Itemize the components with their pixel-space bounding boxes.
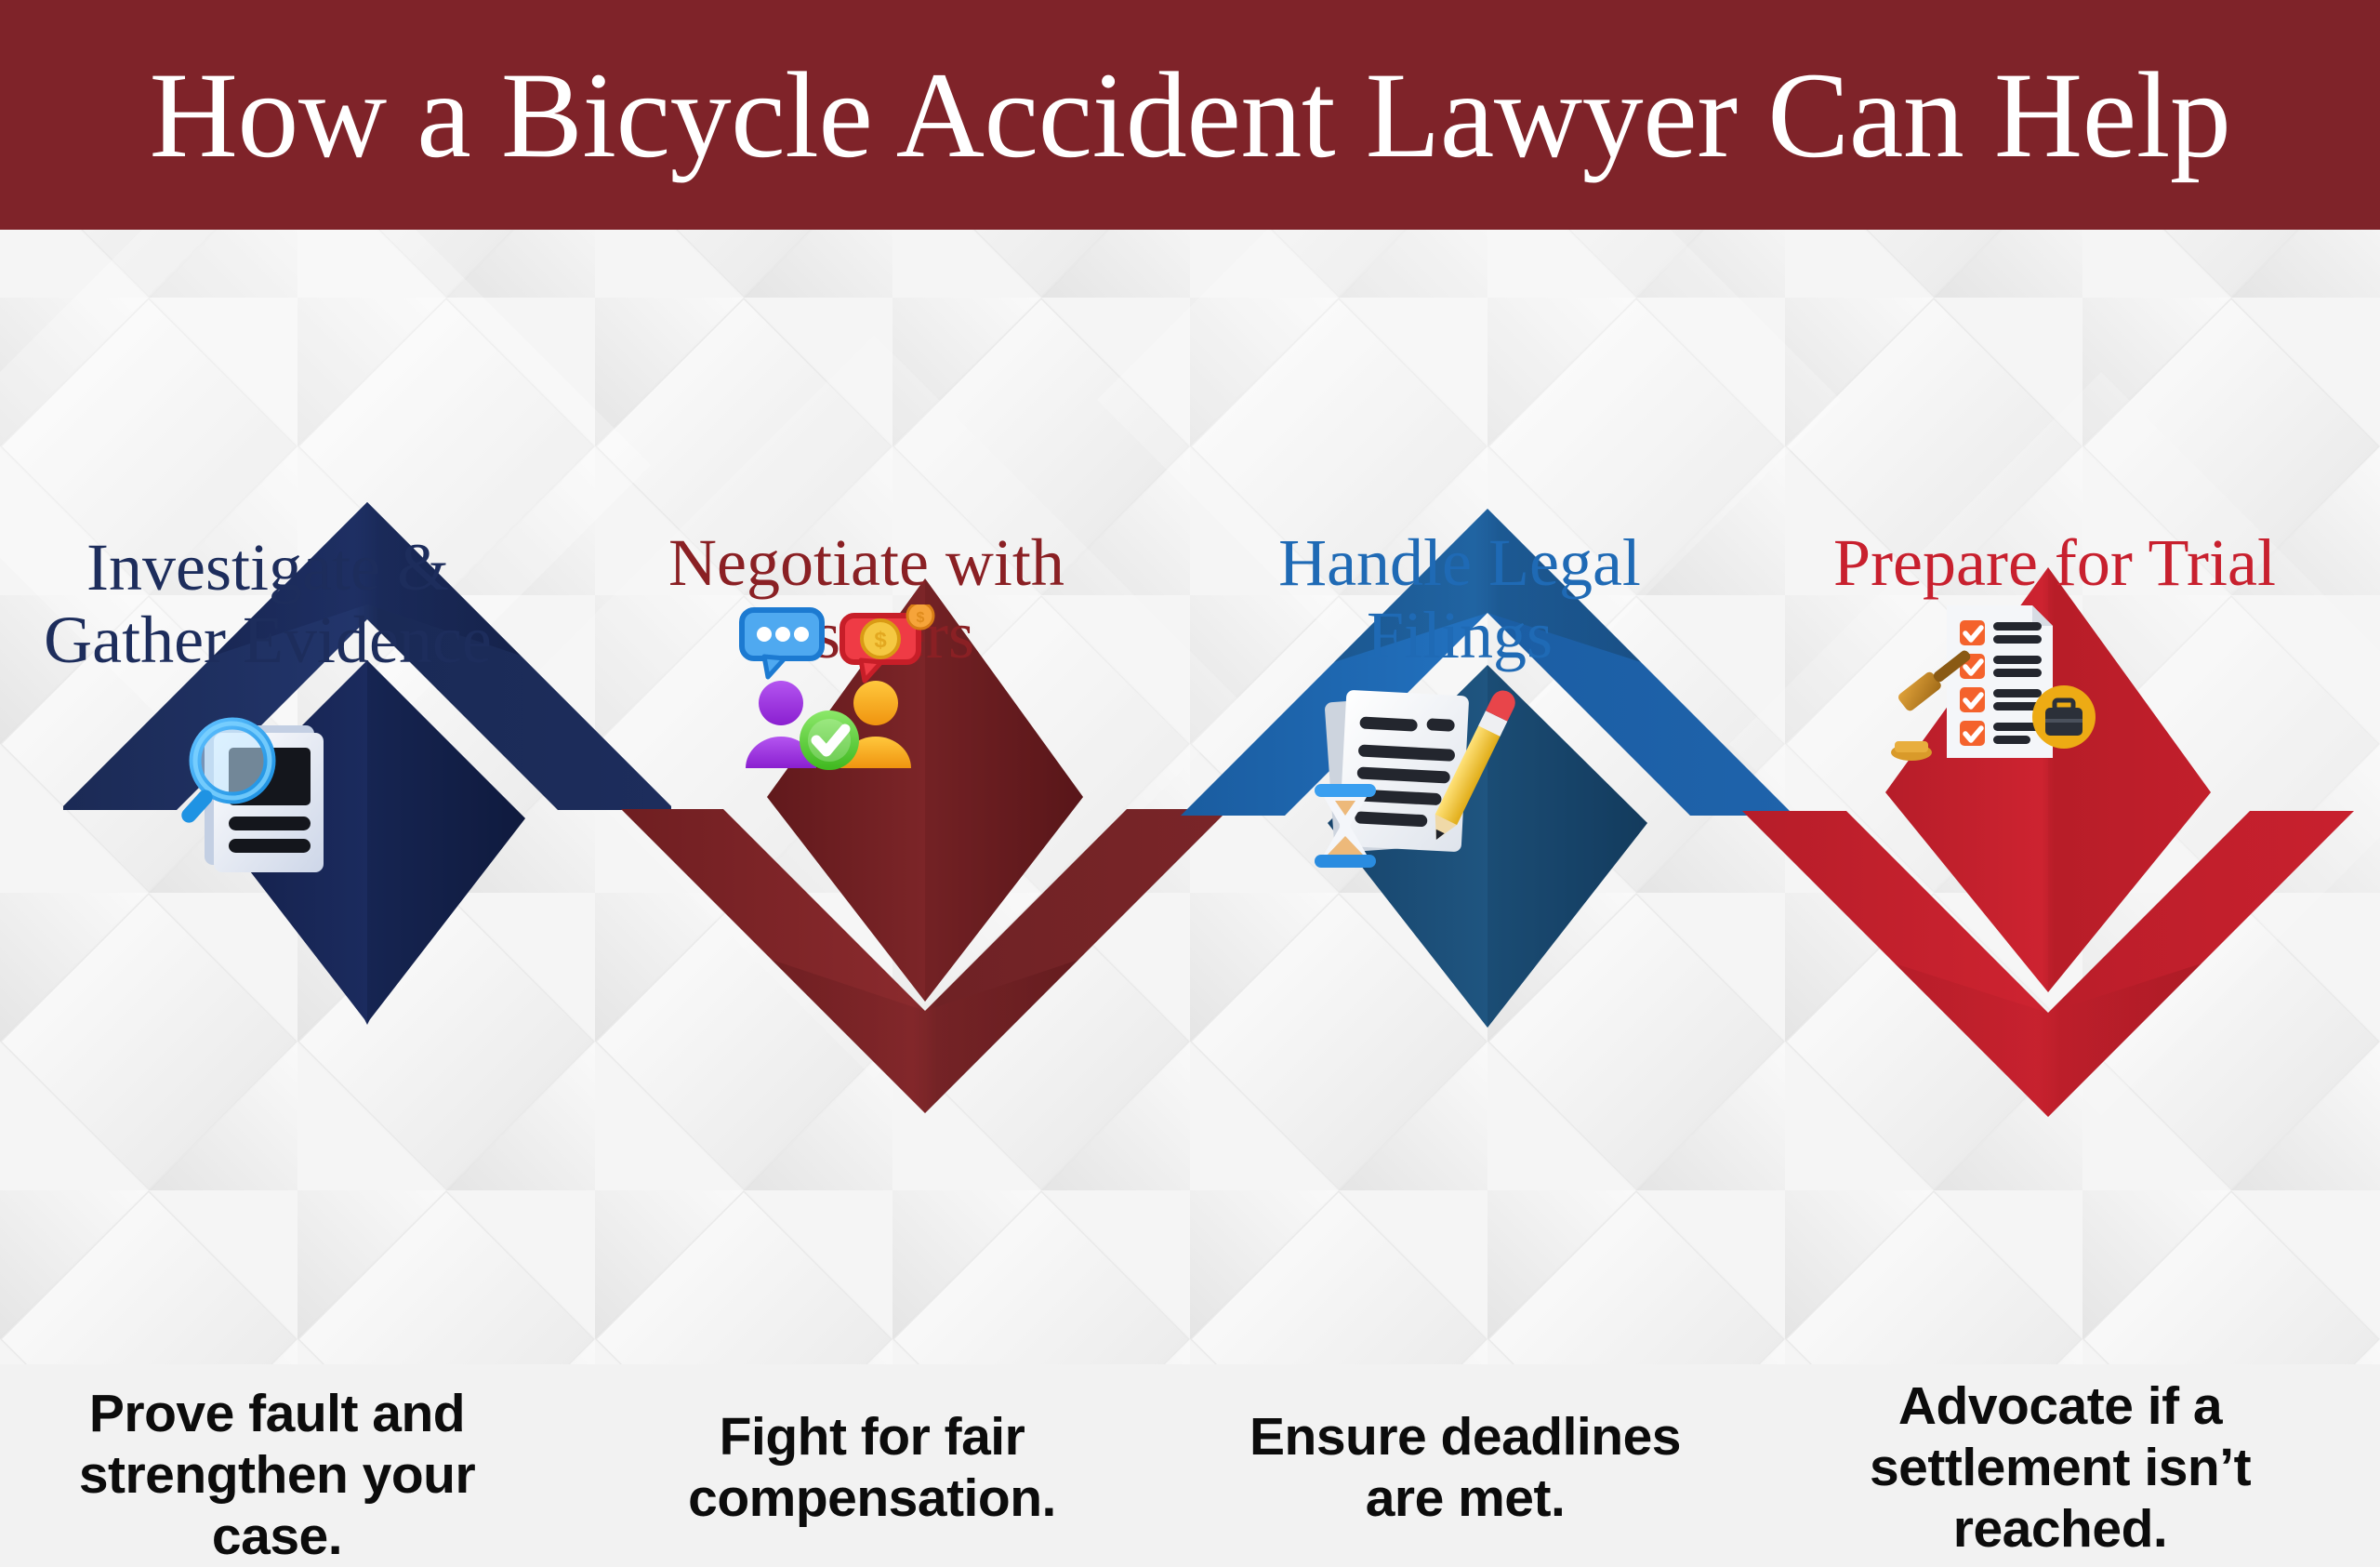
step-4-chevron (1742, 811, 2354, 1117)
step-4-heading: Prepare for Trial (1833, 525, 2276, 600)
page-title: How a Bicycle Accident Lawyer Can Help (149, 46, 2231, 183)
step-1-heading: Investigate & Gather Evidence (44, 530, 492, 677)
document-pencil-hourglass-icon (1303, 674, 1517, 888)
step-4-diamond-core (1885, 567, 2211, 992)
step-2-diamond-sheen (925, 578, 1083, 1002)
chevron-diagram-svg (63, 502, 2354, 1117)
negotiation-people-icon: $ $ (736, 601, 950, 772)
magnifier-document-icon (165, 690, 361, 885)
step-1-diamond-sheen (367, 660, 525, 1023)
infographic-stage: $ $ (0, 230, 2380, 1566)
svg-text:$: $ (917, 610, 925, 626)
step-3-chevron-inner (1334, 509, 1641, 662)
svg-text:$: $ (874, 628, 887, 653)
step-1-chevron-inner (214, 502, 521, 656)
step-3-diamond-sheen (1488, 665, 1647, 1028)
step-4-chevron-inner (1895, 963, 2202, 1117)
step-2-chevron-inner (772, 960, 1078, 1113)
step-1-caption: Prove fault and strengthen your case. (78, 1384, 476, 1567)
step-4-shape (1742, 567, 2354, 1117)
step-3-heading: Handle Legal Filings (1278, 525, 1641, 672)
step-2-diamond-core (767, 578, 1083, 1002)
step-2-caption: Fight for fair compensation. (688, 1407, 1056, 1529)
step-3-caption: Ensure deadlines are met. (1249, 1407, 1682, 1529)
step-4-diamond-sheen (2048, 567, 2211, 992)
checklist-gavel-briefcase-icon (1891, 600, 2105, 767)
step-2-chevron (621, 809, 1229, 1113)
step-2-shape (621, 578, 1229, 1113)
step-4-caption: Advocate if a settlement isn’t reached. (1869, 1376, 2252, 1560)
header-banner: How a Bicycle Accident Lawyer Can Help (0, 0, 2380, 230)
